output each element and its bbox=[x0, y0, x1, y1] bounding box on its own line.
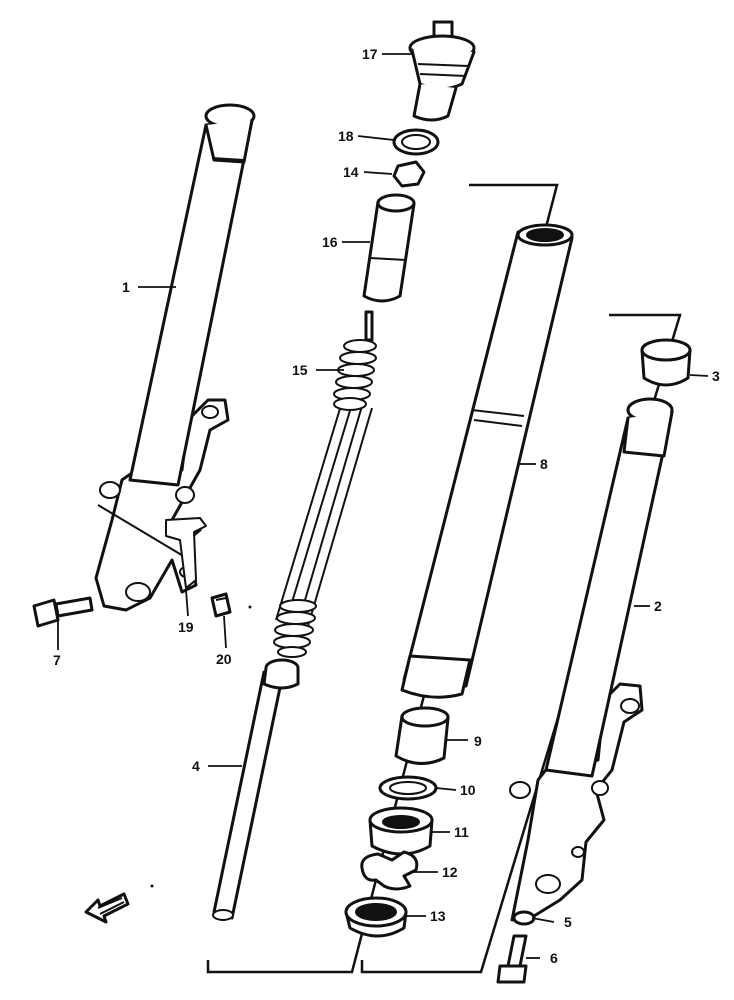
outer-tube-left bbox=[94, 103, 256, 612]
callout-9: 9 bbox=[474, 733, 482, 749]
speck bbox=[150, 884, 154, 888]
cap-bolt-17 bbox=[408, 20, 476, 122]
bracket-19 bbox=[165, 517, 207, 589]
callout-16: 16 bbox=[322, 234, 338, 250]
outer-tube-right bbox=[509, 397, 674, 922]
callout-7: 7 bbox=[53, 652, 61, 668]
bolt-6 bbox=[496, 934, 528, 984]
callout-1: 1 bbox=[122, 279, 130, 295]
callout-19: 19 bbox=[178, 619, 194, 635]
callout-14: 14 bbox=[343, 164, 359, 180]
bolt-7 bbox=[32, 596, 94, 628]
callout-5: 5 bbox=[564, 914, 572, 930]
inner-assembly-frame bbox=[206, 183, 559, 974]
oil-seal-11 bbox=[368, 806, 434, 856]
nut-14 bbox=[392, 160, 426, 188]
callout-17: 17 bbox=[362, 46, 378, 62]
callout-6: 6 bbox=[550, 950, 558, 966]
arrow-left-icon bbox=[84, 892, 130, 924]
callout-11: 11 bbox=[454, 824, 469, 840]
callout-15: 15 bbox=[292, 362, 308, 378]
spacer-16 bbox=[362, 193, 416, 303]
circlip-12 bbox=[360, 850, 419, 891]
spring-15 bbox=[273, 310, 377, 658]
screw-20 bbox=[210, 592, 232, 618]
callout-10: 10 bbox=[460, 782, 476, 798]
dust-seal-13 bbox=[344, 896, 408, 938]
callout-3: 3 bbox=[712, 368, 720, 384]
bushing-3 bbox=[640, 338, 692, 387]
callout-20: 20 bbox=[216, 651, 232, 667]
callout-13: 13 bbox=[430, 908, 446, 924]
callout-2: 2 bbox=[654, 598, 662, 614]
outer-assembly-frame bbox=[360, 313, 682, 974]
inner-tube-8 bbox=[400, 223, 574, 699]
callout-18: 18 bbox=[338, 128, 354, 144]
callout-4: 4 bbox=[192, 758, 200, 774]
washer-10-inner bbox=[389, 781, 427, 795]
callout-8: 8 bbox=[540, 456, 548, 472]
speck bbox=[248, 605, 252, 609]
washer-5 bbox=[512, 910, 536, 926]
o-ring-18-inner bbox=[401, 134, 431, 150]
callout-12: 12 bbox=[442, 864, 458, 880]
damper-rod bbox=[212, 658, 300, 921]
leader-lines bbox=[57, 53, 709, 959]
bushing-9 bbox=[394, 706, 450, 765]
